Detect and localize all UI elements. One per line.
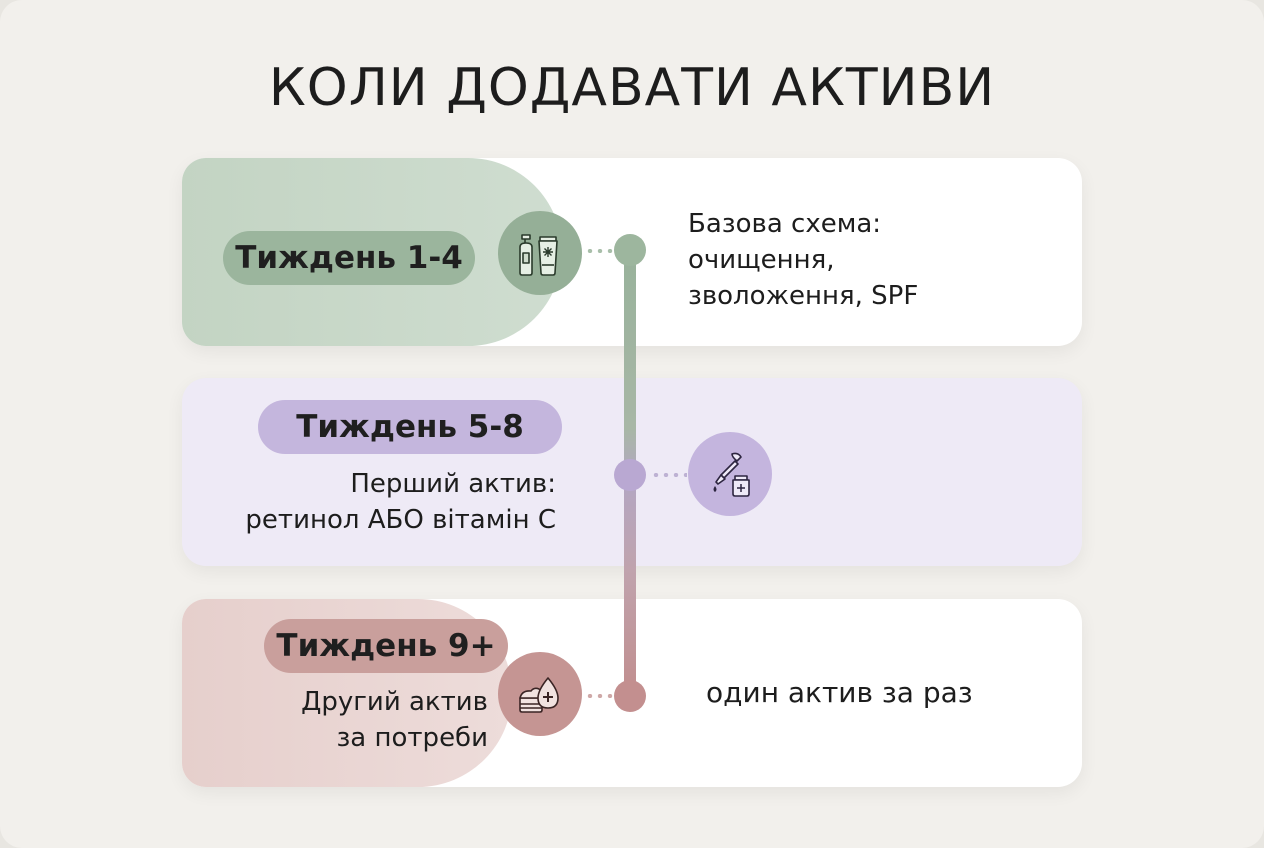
serum-dropper-icon bbox=[688, 432, 772, 516]
stage-2-label: Тиждень 5-8 bbox=[258, 400, 562, 454]
stage-3-description: Другий актив за потреби bbox=[301, 687, 488, 753]
cream-drop-plus-icon bbox=[498, 652, 582, 736]
stage-1-label: Тиждень 1-4 bbox=[223, 231, 475, 285]
stage-2-description: Перший актив: ретинол АБО вітамін С bbox=[245, 469, 556, 535]
connector-dots-3 bbox=[585, 694, 613, 698]
stage-3-note: один актив за раз bbox=[706, 676, 973, 709]
stage-3-label: Тиждень 9+ bbox=[264, 619, 508, 673]
connector-dots-1 bbox=[585, 249, 613, 253]
stage-1-description: Базова схема: очищення, зволоження, SPF bbox=[688, 209, 919, 311]
timeline-dot-1 bbox=[614, 234, 646, 266]
connector-dots-2 bbox=[651, 473, 687, 477]
page-title: КОЛИ ДОДАВАТИ АКТИВИ bbox=[268, 58, 996, 118]
skincare-bottles-icon bbox=[498, 211, 582, 295]
timeline-dot-2 bbox=[614, 459, 646, 491]
timeline-dot-3 bbox=[614, 680, 646, 712]
